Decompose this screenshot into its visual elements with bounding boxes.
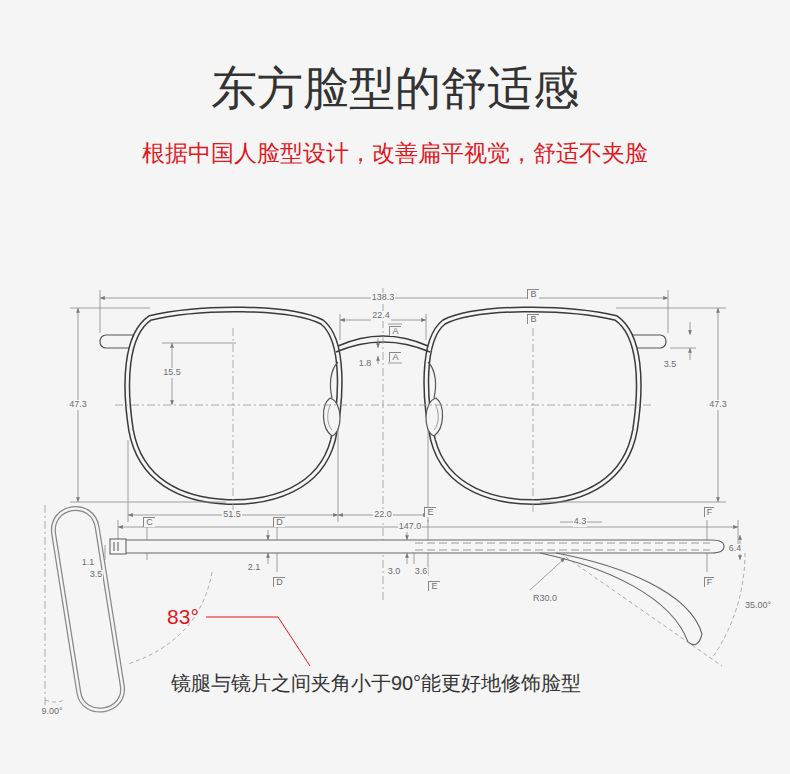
angle-arc <box>712 553 746 659</box>
temple-arm <box>117 542 118 551</box>
temple-arm <box>110 539 126 554</box>
dimension-line <box>105 545 106 560</box>
temple-arm <box>113 542 114 551</box>
dimension-line <box>530 558 565 590</box>
dimension-label: 47.3 <box>708 400 728 410</box>
dimension-label: 2.1 <box>247 563 262 573</box>
centre-line <box>115 405 652 406</box>
dimension-label: 35.00° <box>744 601 772 611</box>
dimension-line <box>162 343 236 344</box>
dimension-line <box>338 430 339 522</box>
dimension-label: 47.3 <box>68 400 88 410</box>
dimension-line <box>268 553 269 564</box>
dimension-label: 3.0 <box>387 567 402 577</box>
section-marker: E <box>424 507 435 518</box>
frame-side-view <box>50 505 125 713</box>
dimension-line <box>668 290 669 333</box>
dimension-line <box>670 348 696 349</box>
page-title: 东方脸型的舒适感 <box>0 58 790 120</box>
dimension-line <box>388 363 402 364</box>
dimension-line <box>407 553 408 564</box>
dimension-line <box>70 290 740 590</box>
temple-arm <box>688 634 702 645</box>
section-marker: D <box>273 517 285 528</box>
dimension-line <box>268 530 269 540</box>
dimension-line <box>340 314 341 340</box>
section-marker: F <box>704 577 715 588</box>
dimension-label: 15.5 <box>162 368 182 378</box>
dimension-line <box>70 308 150 309</box>
dimension-line <box>378 356 379 364</box>
dimension-label: 6.4 <box>728 544 743 554</box>
temple-arm <box>540 553 688 642</box>
section-marker: A <box>389 352 400 363</box>
dimension-label: R30.0 <box>532 594 558 604</box>
dimension-line <box>540 502 726 503</box>
temple-arm <box>415 549 710 550</box>
dimension-line <box>426 314 427 340</box>
dimension-label: 22.4 <box>371 311 391 321</box>
glasses-front-view <box>426 309 638 502</box>
dimension-line <box>690 348 691 360</box>
glasses-front-view <box>426 362 443 436</box>
dimension-label: 3.5 <box>663 360 678 370</box>
temple-arm <box>112 540 724 553</box>
angle-arc <box>128 572 212 664</box>
temple-arm <box>415 542 710 543</box>
centre-line <box>45 505 46 714</box>
dimension-line <box>70 502 226 503</box>
dimension-label: 4.3 <box>573 517 588 527</box>
angle-arc <box>560 553 722 666</box>
section-marker: D <box>273 577 285 588</box>
dimension-label: 22.0 <box>373 510 393 520</box>
angle-callout: 83° <box>167 605 199 628</box>
dimension-label: 9.00° <box>40 707 63 717</box>
frame-side-view <box>50 505 125 713</box>
centre-line <box>533 328 534 512</box>
dimension-label: 1.8 <box>358 359 373 369</box>
note-text: 镜腿与镜片之间夹角小于90°能更好地修饰脸型 <box>171 672 581 694</box>
dimension-line <box>738 520 739 545</box>
dimension-label: 51.5 <box>222 510 242 520</box>
dimension-line <box>690 322 691 335</box>
dimension-label: 147.0 <box>398 522 423 532</box>
section-marker: B <box>527 289 538 300</box>
dimension-line <box>128 440 129 522</box>
section-marker: B <box>527 314 538 325</box>
leader-line <box>206 617 310 666</box>
dimension-label: 138.3 <box>371 293 396 303</box>
angle-arc <box>45 553 745 702</box>
angle-arc <box>45 700 64 702</box>
dimension-line <box>378 338 379 348</box>
dimension-label: 3.5 <box>89 570 104 580</box>
centre-line <box>45 288 652 714</box>
centre-line <box>233 328 234 512</box>
glasses-front-view <box>127 309 339 502</box>
dimension-label: 1.1 <box>81 558 96 568</box>
subtitle: 根据中国人脸型设计，改善扁平视觉，舒适不夹脸 <box>0 138 790 169</box>
section-marker: C <box>143 517 155 528</box>
dimension-line <box>100 290 101 333</box>
temple-arm <box>110 539 724 645</box>
section-marker: E <box>428 581 439 592</box>
frame-side-view <box>50 505 125 713</box>
leader-line <box>206 617 310 666</box>
section-marker: A <box>389 326 400 337</box>
glasses-front-view <box>323 362 340 436</box>
dimension-line <box>388 324 402 325</box>
section-marker: F <box>704 507 715 518</box>
dimension-line <box>616 308 726 309</box>
dimension-label: 3.6 <box>414 567 429 577</box>
dimension-line <box>414 553 415 564</box>
